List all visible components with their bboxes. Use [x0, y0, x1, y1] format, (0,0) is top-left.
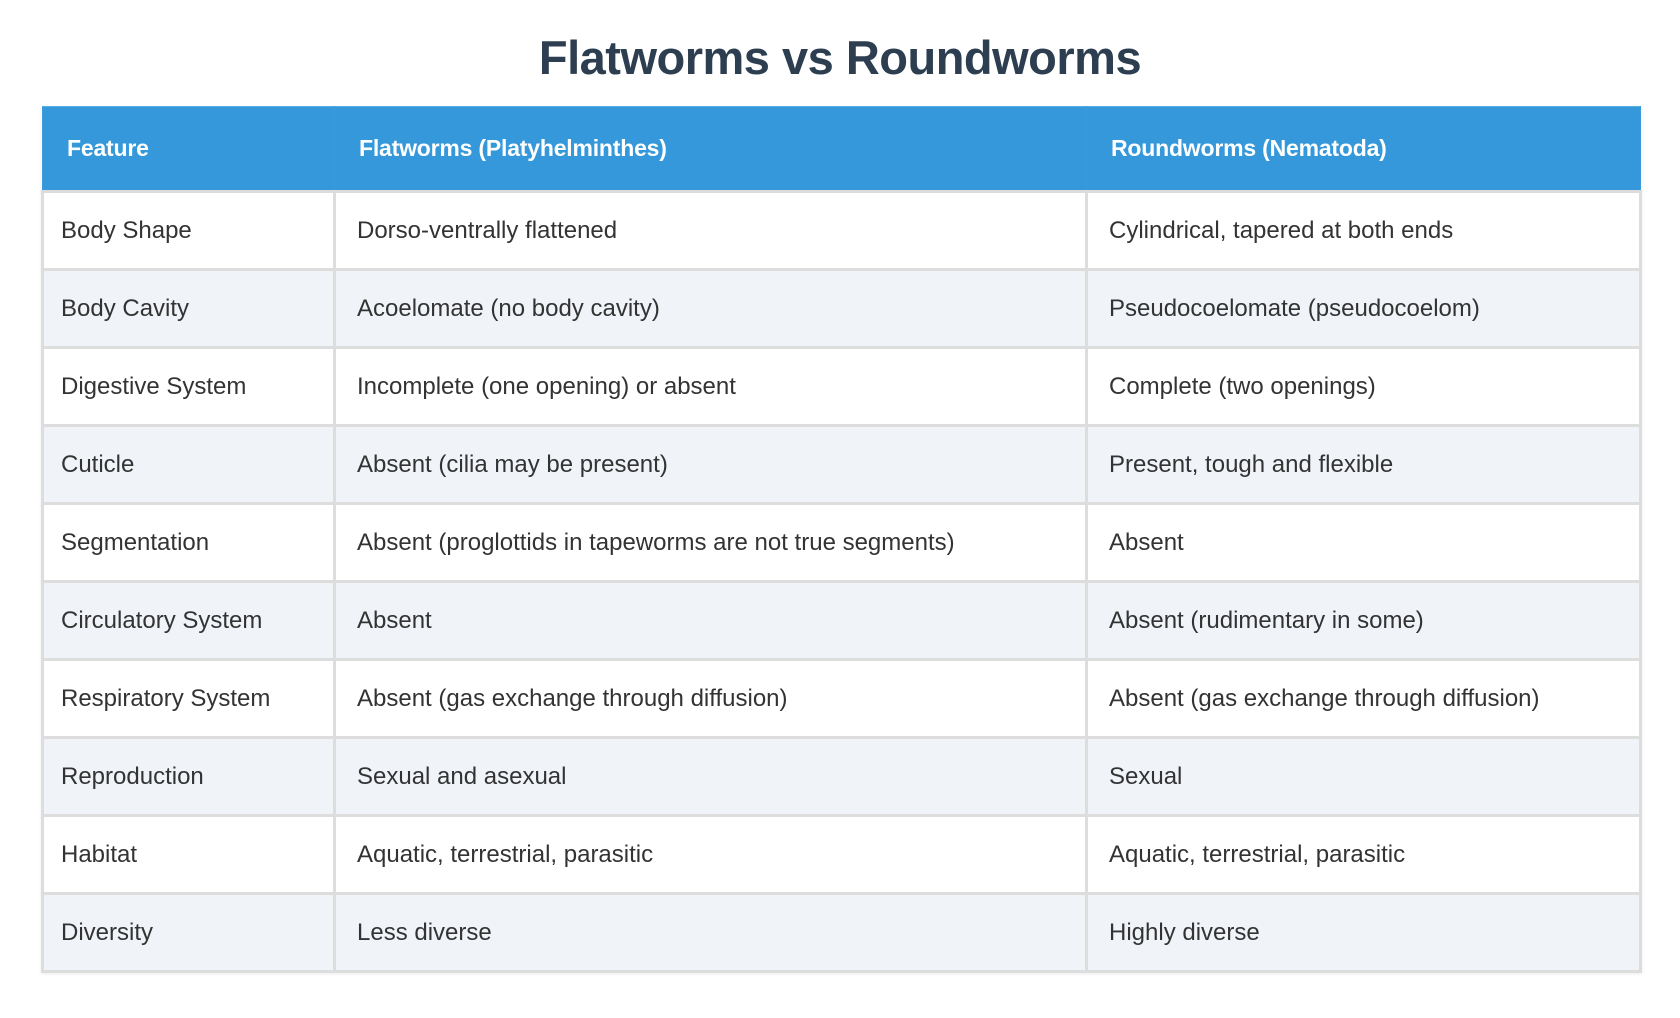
- table-header-row: Feature Flatworms (Platyhelminthes) Roun…: [42, 106, 1641, 193]
- feature-cell: Body Shape: [41, 190, 336, 271]
- roundworms-cell: Aquatic, terrestrial, parasitic: [1085, 814, 1642, 895]
- flatworms-cell: Absent (proglottids in tapeworms are not…: [333, 502, 1088, 583]
- table-row: Body Shape Dorso-ventrally flattened Cyl…: [41, 190, 1642, 271]
- column-header-roundworms: Roundworms (Nematoda): [1086, 106, 1641, 193]
- feature-cell: Body Cavity: [41, 268, 336, 349]
- table-row: Respiratory System Absent (gas exchange …: [41, 658, 1642, 739]
- comparison-table: Feature Flatworms (Platyhelminthes) Roun…: [41, 106, 1642, 973]
- table-row: Body Cavity Acoelomate (no body cavity) …: [41, 268, 1642, 349]
- column-header-feature: Feature: [42, 106, 335, 193]
- roundworms-cell: Sexual: [1085, 736, 1642, 817]
- flatworms-cell: Less diverse: [333, 892, 1088, 973]
- roundworms-cell: Highly diverse: [1085, 892, 1642, 973]
- table-row: Digestive System Incomplete (one opening…: [41, 346, 1642, 427]
- roundworms-cell: Complete (two openings): [1085, 346, 1642, 427]
- flatworms-cell: Absent: [333, 580, 1088, 661]
- column-header-flatworms: Flatworms (Platyhelminthes): [334, 106, 1087, 193]
- roundworms-cell: Cylindrical, tapered at both ends: [1085, 190, 1642, 271]
- feature-cell: Circulatory System: [41, 580, 336, 661]
- feature-cell: Diversity: [41, 892, 336, 973]
- flatworms-cell: Incomplete (one opening) or absent: [333, 346, 1088, 427]
- flatworms-cell: Dorso-ventrally flattened: [333, 190, 1088, 271]
- table-row: Diversity Less diverse Highly diverse: [41, 892, 1642, 973]
- table-row: Circulatory System Absent Absent (rudime…: [41, 580, 1642, 661]
- page-title: Flatworms vs Roundworms: [538, 31, 1142, 84]
- roundworms-cell: Pseudocoelomate (pseudocoelom): [1085, 268, 1642, 349]
- roundworms-cell: Present, tough and flexible: [1085, 424, 1642, 505]
- table-row: Reproduction Sexual and asexual Sexual: [41, 736, 1642, 817]
- flatworms-cell: Aquatic, terrestrial, parasitic: [333, 814, 1088, 895]
- feature-cell: Cuticle: [41, 424, 336, 505]
- feature-cell: Segmentation: [41, 502, 336, 583]
- roundworms-cell: Absent (rudimentary in some): [1085, 580, 1642, 661]
- flatworms-cell: Sexual and asexual: [333, 736, 1088, 817]
- roundworms-cell: Absent (gas exchange through diffusion): [1085, 658, 1642, 739]
- feature-cell: Digestive System: [41, 346, 336, 427]
- feature-cell: Respiratory System: [41, 658, 336, 739]
- roundworms-cell: Absent: [1085, 502, 1642, 583]
- table-row: Cuticle Absent (cilia may be present) Pr…: [41, 424, 1642, 505]
- table-row: Segmentation Absent (proglottids in tape…: [41, 502, 1642, 583]
- flatworms-cell: Absent (cilia may be present): [333, 424, 1088, 505]
- feature-cell: Reproduction: [41, 736, 336, 817]
- flatworms-cell: Absent (gas exchange through diffusion): [333, 658, 1088, 739]
- flatworms-cell: Acoelomate (no body cavity): [333, 268, 1088, 349]
- table-row: Habitat Aquatic, terrestrial, parasitic …: [41, 814, 1642, 895]
- feature-cell: Habitat: [41, 814, 336, 895]
